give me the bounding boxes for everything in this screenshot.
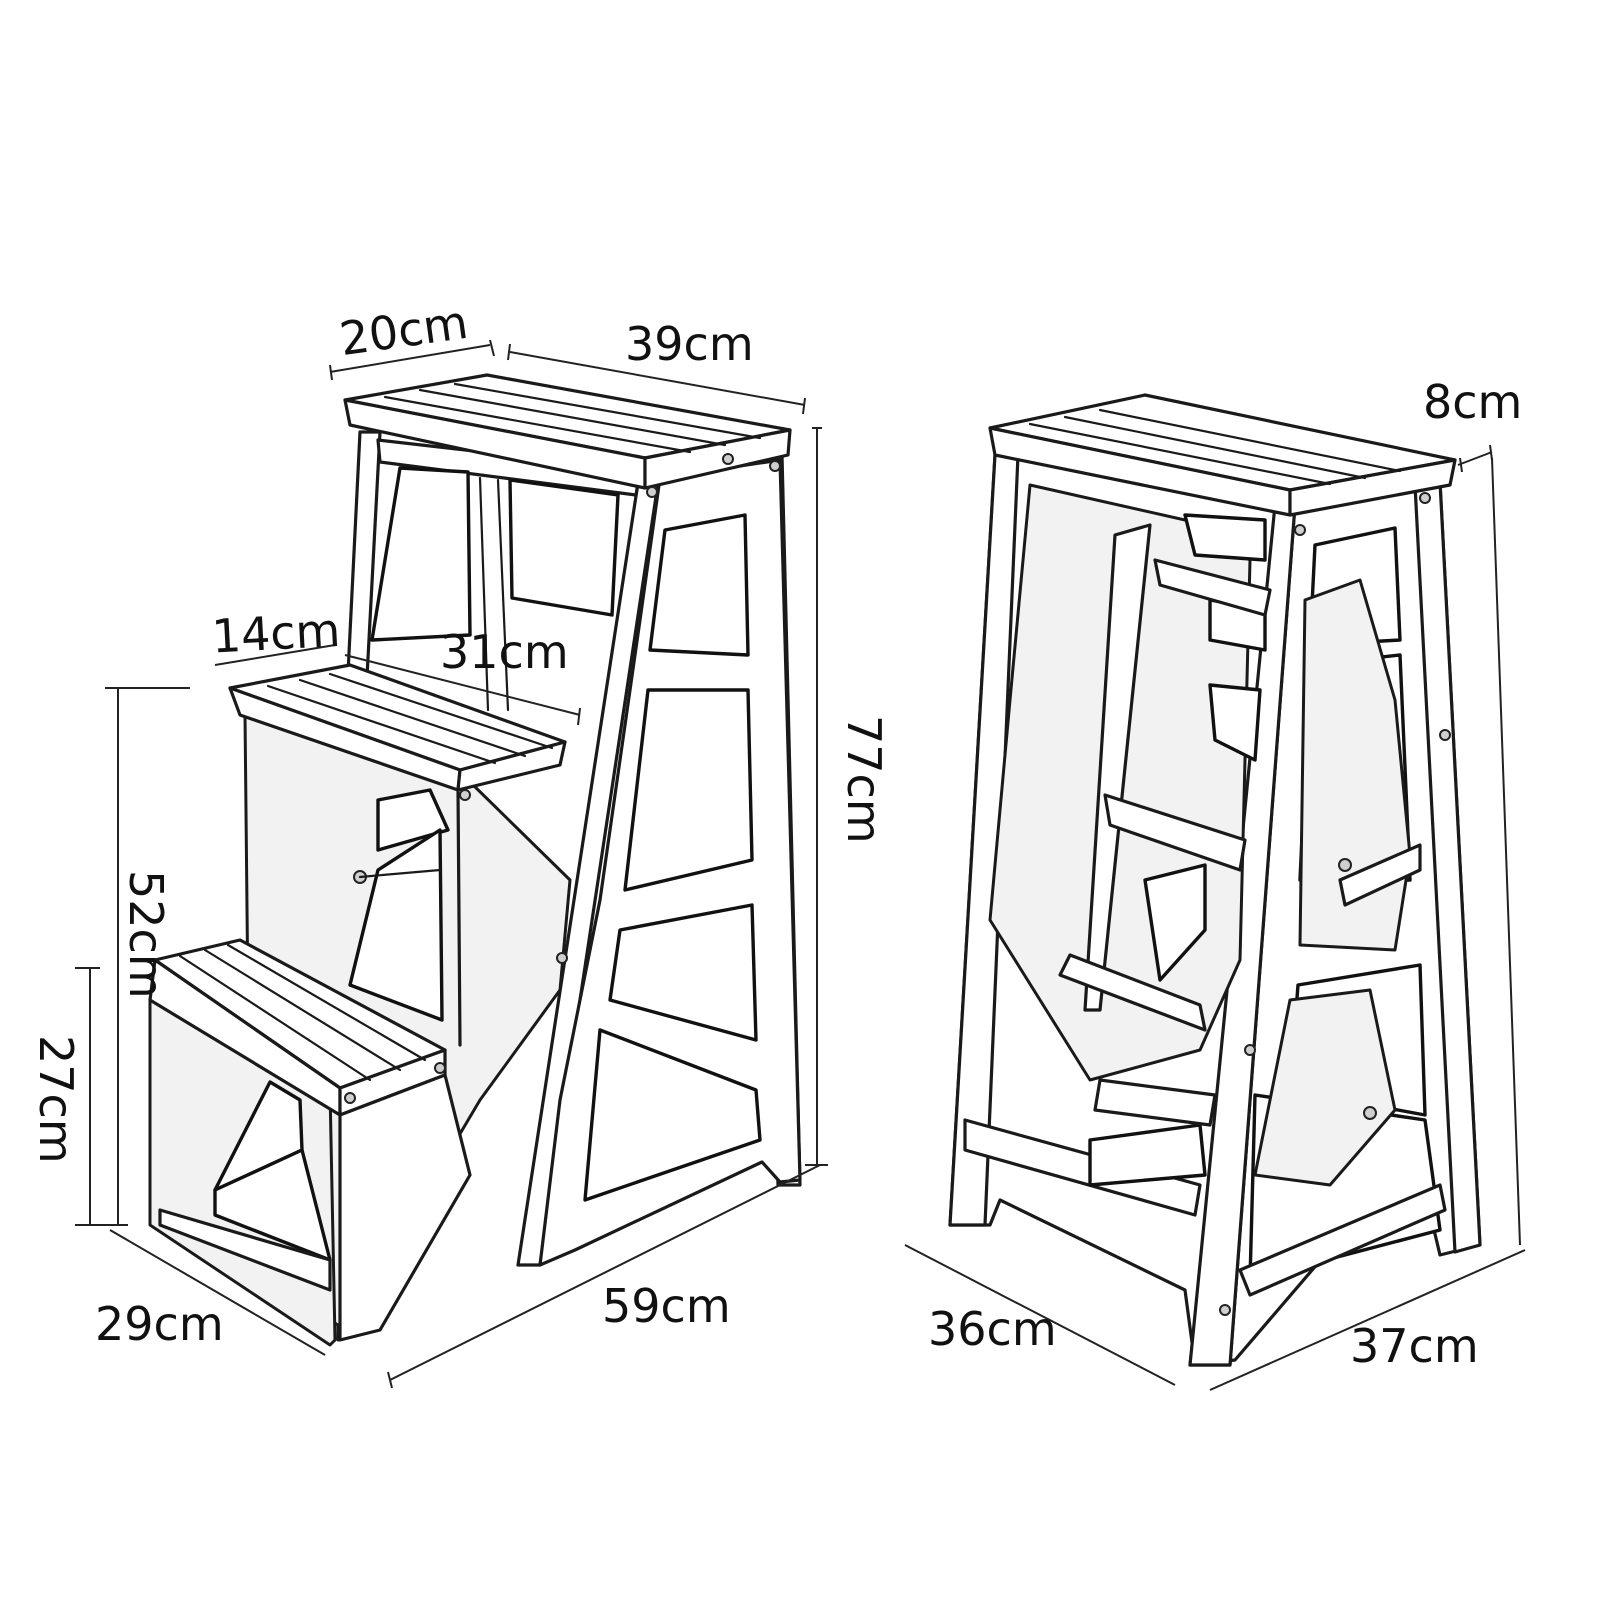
dim-total-height-label: 77cm [837,715,891,844]
step-ladder-open-view: 20cm 39cm 77cm 14cm 31cm 52cm 27cm 29cm … [29,295,891,1389]
dim-mid-depth-label: 14cm [210,603,341,664]
folded-top-seat [988,393,1457,1316]
dim-mid-width-label: 31cm [440,625,569,679]
dim-low-height-label: 27cm [29,1035,83,1164]
top-seat [343,373,792,498]
right-dimension-lines [904,444,1526,1391]
left-dimension-lines [75,339,828,1389]
dim-folded-width-label: 37cm [1350,1319,1479,1373]
right-dimension-labels: 8cm 36cm 37cm [928,375,1522,1373]
dim-folded-depth-label: 36cm [928,1302,1057,1356]
bottom-step [148,938,472,1347]
dim-mid-height-label: 52cm [119,870,173,999]
dim-top-width-label: 39cm [625,317,754,371]
rear-frame [328,430,802,1267]
left-dimension-labels: 20cm 39cm 77cm 14cm 31cm 52cm 27cm 29cm … [29,295,891,1351]
step-stool-folded-view: 8cm 36cm 37cm [904,375,1526,1391]
dim-top-depth-label: 20cm [336,295,471,366]
dim-top-overhang-label: 8cm [1423,375,1522,429]
dim-base-length-label: 59cm [602,1279,731,1333]
dim-base-depth-label: 29cm [95,1297,224,1351]
folded-panels [988,483,1422,1187]
